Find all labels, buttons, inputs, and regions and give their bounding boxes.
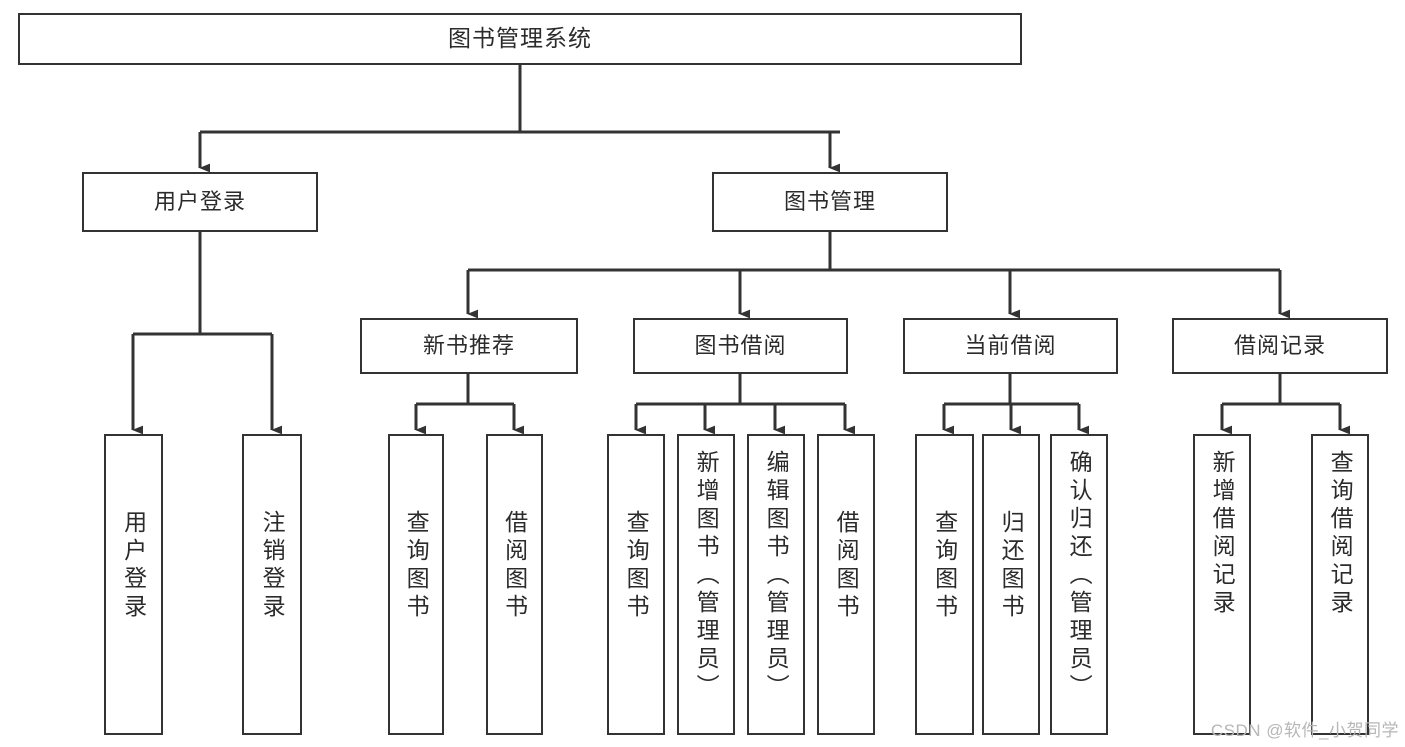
leaf-label: 归还图书 bbox=[998, 510, 1025, 622]
leaf-user-login-login[interactable]: 用户登录 bbox=[104, 434, 163, 735]
leaf-label: 确认归还（管理员） bbox=[1066, 450, 1093, 702]
leaf-label: 借阅图书 bbox=[501, 510, 528, 622]
leaf-current-return-book[interactable]: 归还图书 bbox=[982, 434, 1040, 735]
leaf-label: 新增图书（管理员） bbox=[693, 450, 720, 702]
leaf-borrow-edit-book-admin[interactable]: 编辑图书（管理员） bbox=[747, 434, 805, 735]
leaf-current-query-book[interactable]: 查询图书 bbox=[915, 434, 974, 735]
node-label: 借阅记录 bbox=[1233, 332, 1326, 358]
leaf-label: 查询图书 bbox=[623, 510, 650, 622]
node-label: 新书推荐 bbox=[422, 332, 515, 358]
leaf-label: 注销登录 bbox=[259, 510, 286, 622]
leaf-record-query-record[interactable]: 查询借阅记录 bbox=[1311, 434, 1369, 735]
leaf-borrow-query-book[interactable]: 查询图书 bbox=[607, 434, 665, 735]
leaf-label: 用户登录 bbox=[120, 510, 147, 622]
leaf-record-add-record[interactable]: 新增借阅记录 bbox=[1193, 434, 1251, 735]
node-current-borrow[interactable]: 当前借阅 bbox=[903, 318, 1118, 374]
node-user-login[interactable]: 用户登录 bbox=[82, 172, 318, 232]
leaf-user-login-logout[interactable]: 注销登录 bbox=[242, 434, 302, 735]
node-book-management[interactable]: 图书管理 bbox=[712, 172, 948, 232]
node-borrow-record[interactable]: 借阅记录 bbox=[1172, 318, 1388, 374]
leaf-new-book-query[interactable]: 查询图书 bbox=[388, 434, 444, 735]
leaf-borrow-add-book-admin[interactable]: 新增图书（管理员） bbox=[677, 434, 735, 735]
leaf-label: 借阅图书 bbox=[833, 510, 860, 622]
node-label: 图书管理系统 bbox=[448, 25, 592, 52]
node-label: 图书借阅 bbox=[694, 332, 787, 358]
node-book-borrow[interactable]: 图书借阅 bbox=[633, 318, 848, 374]
leaf-current-confirm-return-admin[interactable]: 确认归还（管理员） bbox=[1050, 434, 1108, 735]
leaf-label: 查询图书 bbox=[931, 510, 958, 622]
node-label: 当前借阅 bbox=[964, 332, 1057, 358]
leaf-new-book-borrow[interactable]: 借阅图书 bbox=[486, 434, 543, 735]
node-label: 图书管理 bbox=[783, 188, 876, 214]
leaf-label: 查询借阅记录 bbox=[1327, 450, 1354, 618]
watermark-text: CSDN @软件_小贺同学 bbox=[1210, 721, 1399, 740]
node-root-system[interactable]: 图书管理系统 bbox=[18, 13, 1022, 65]
leaf-label: 编辑图书（管理员） bbox=[763, 450, 790, 702]
node-new-book-recommend[interactable]: 新书推荐 bbox=[360, 318, 578, 374]
leaf-label: 查询图书 bbox=[403, 510, 430, 622]
leaf-label: 新增借阅记录 bbox=[1209, 450, 1236, 618]
leaf-borrow-borrow-book[interactable]: 借阅图书 bbox=[817, 434, 875, 735]
node-label: 用户登录 bbox=[153, 188, 246, 214]
